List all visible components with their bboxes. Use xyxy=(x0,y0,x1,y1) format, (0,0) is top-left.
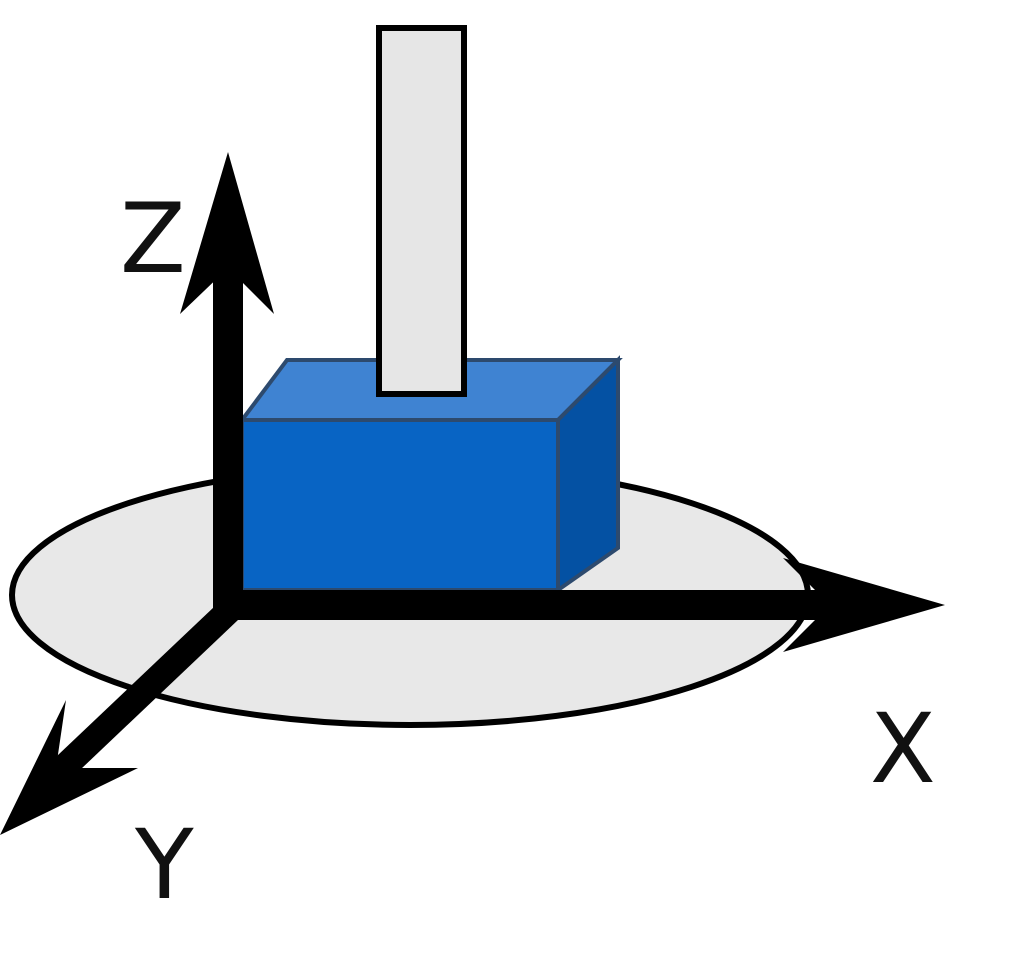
y-axis-arrowhead xyxy=(0,700,138,835)
block-front-face xyxy=(240,418,560,592)
z-axis-label: Z xyxy=(120,183,186,295)
y-axis xyxy=(0,594,245,835)
x-axis-label: X xyxy=(870,693,936,805)
vertical-rod xyxy=(376,25,467,397)
y-axis-label: Y xyxy=(134,809,194,921)
z-axis xyxy=(180,152,274,615)
y-axis-shaft xyxy=(31,594,245,800)
x-axis xyxy=(214,558,945,652)
x-axis-arrowhead xyxy=(783,558,945,652)
z-axis-arrowhead xyxy=(180,152,274,314)
